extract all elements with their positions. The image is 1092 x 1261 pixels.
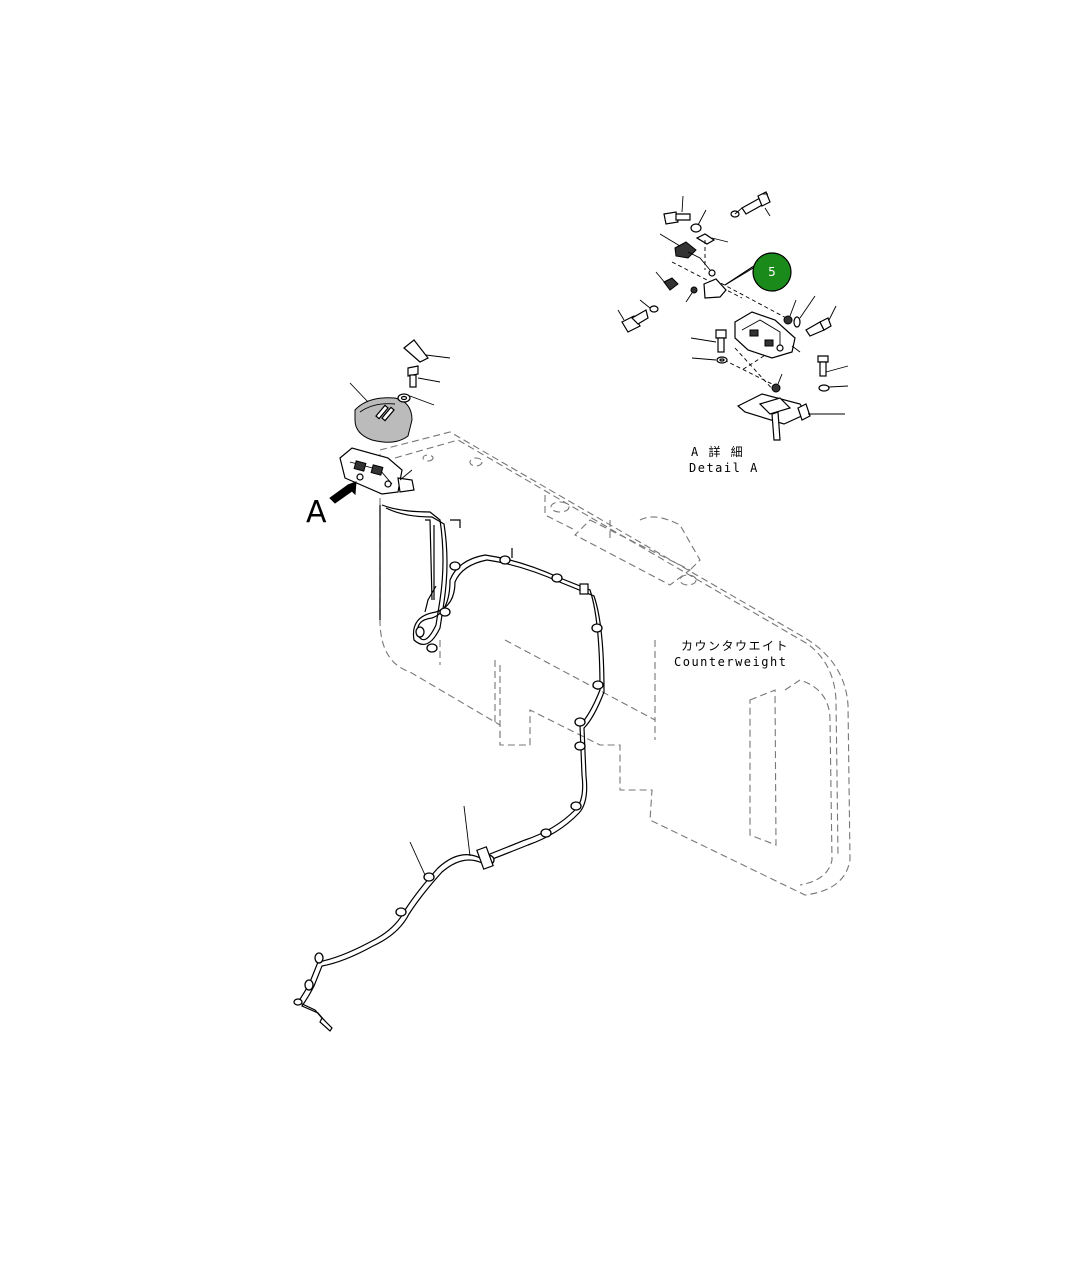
callout-5-number[interactable]: 5 <box>768 265 776 279</box>
lamp-assembly <box>329 339 451 504</box>
counterweight-label-jp: カウンタウエイト <box>681 639 789 653</box>
detail-title-jp: A 詳 細 <box>691 444 744 459</box>
callout-5-circle[interactable] <box>752 252 792 292</box>
callout-5[interactable]: 5 <box>752 252 792 292</box>
wire-harness <box>293 504 605 1032</box>
detail-title-en: Detail A <box>689 461 759 475</box>
detail-a-exploded <box>617 191 849 441</box>
counterweight-label-en: Counterweight <box>674 655 787 669</box>
counterweight-outline <box>379 431 851 896</box>
view-label-a: A <box>306 495 327 530</box>
